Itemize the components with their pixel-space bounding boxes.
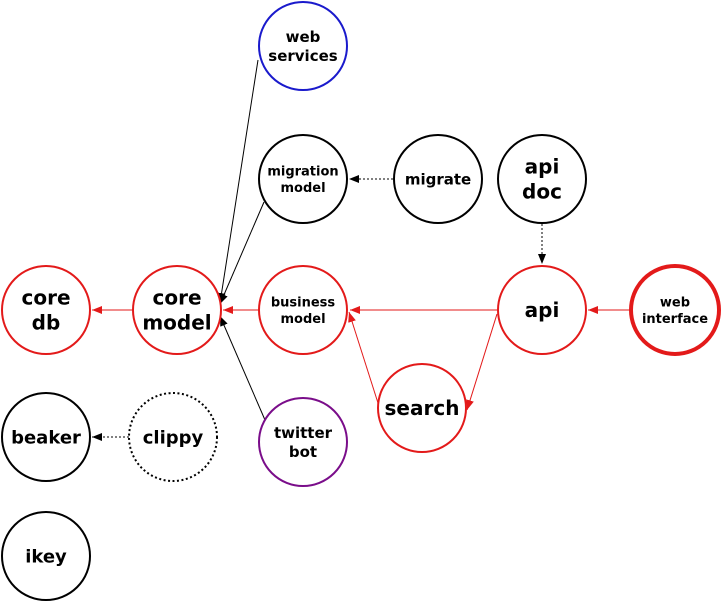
node-label-business-model-line-1: business <box>271 296 336 311</box>
node-ikey[interactable]: ikey <box>1 511 91 601</box>
node-search[interactable]: search <box>377 363 467 453</box>
node-migrate[interactable]: migrate <box>393 134 483 224</box>
node-label-migrate-line-1: migrate <box>405 170 471 188</box>
node-label-business-model-line-2: model <box>280 312 325 327</box>
node-label-ikey-line-1: ikey <box>25 546 67 567</box>
node-label-beaker-line-1: beaker <box>11 427 81 448</box>
node-label-clippy-line-1: clippy <box>143 427 204 448</box>
edge-migration-model-to-core-model <box>219 201 265 305</box>
node-label-web-services-line-1: web <box>286 28 321 46</box>
node-label-search-line-1: search <box>385 396 460 420</box>
node-label-core-db-line-1: core <box>21 286 70 310</box>
node-label-migration-model-line-2: model <box>280 181 325 196</box>
node-label-web-interface-line-2: interface <box>642 312 708 327</box>
node-label-core-model-line-1: core <box>152 286 201 310</box>
node-label-api-doc-line-2: doc <box>522 180 562 204</box>
node-label-migration-model-line-1: migration <box>267 165 338 180</box>
node-label-web-services-line-2: services <box>268 47 337 65</box>
node-label-core-model-line-2: model <box>142 311 211 335</box>
node-circle-api-doc <box>497 134 587 224</box>
node-circle-web-services <box>258 1 348 91</box>
edge-api-to-search <box>466 313 498 411</box>
node-clippy[interactable]: clippy <box>128 392 218 482</box>
node-circle-migration-model <box>258 134 348 224</box>
node-circle-core-model <box>132 265 222 355</box>
node-circle-web-interface <box>629 264 721 356</box>
edge-twitter-bot-to-core-model <box>219 315 266 421</box>
node-circle-beaker <box>1 392 91 482</box>
node-beaker[interactable]: beaker <box>1 392 91 482</box>
node-label-api-line-1: api <box>525 298 560 322</box>
node-label-web-interface-line-1: web <box>660 296 690 311</box>
node-api[interactable]: api <box>497 265 587 355</box>
edge-web-services-to-core-model <box>217 59 259 304</box>
node-circle-migrate <box>393 134 483 224</box>
edges-layer <box>92 59 630 441</box>
node-circle-api <box>497 265 587 355</box>
node-circle-clippy <box>128 392 218 482</box>
node-label-core-db-line-2: db <box>32 311 61 335</box>
node-circle-ikey <box>1 511 91 601</box>
node-circle-twitter-bot <box>258 397 348 487</box>
node-circle-business-model <box>258 265 348 355</box>
edge-search-to-business-model <box>348 311 379 404</box>
node-label-twitter-bot-line-2: bot <box>289 443 317 461</box>
node-circle-search <box>377 363 467 453</box>
node-circle-core-db <box>1 265 91 355</box>
node-label-api-doc-line-1: api <box>525 155 560 179</box>
node-label-twitter-bot-line-1: twitter <box>274 424 333 442</box>
